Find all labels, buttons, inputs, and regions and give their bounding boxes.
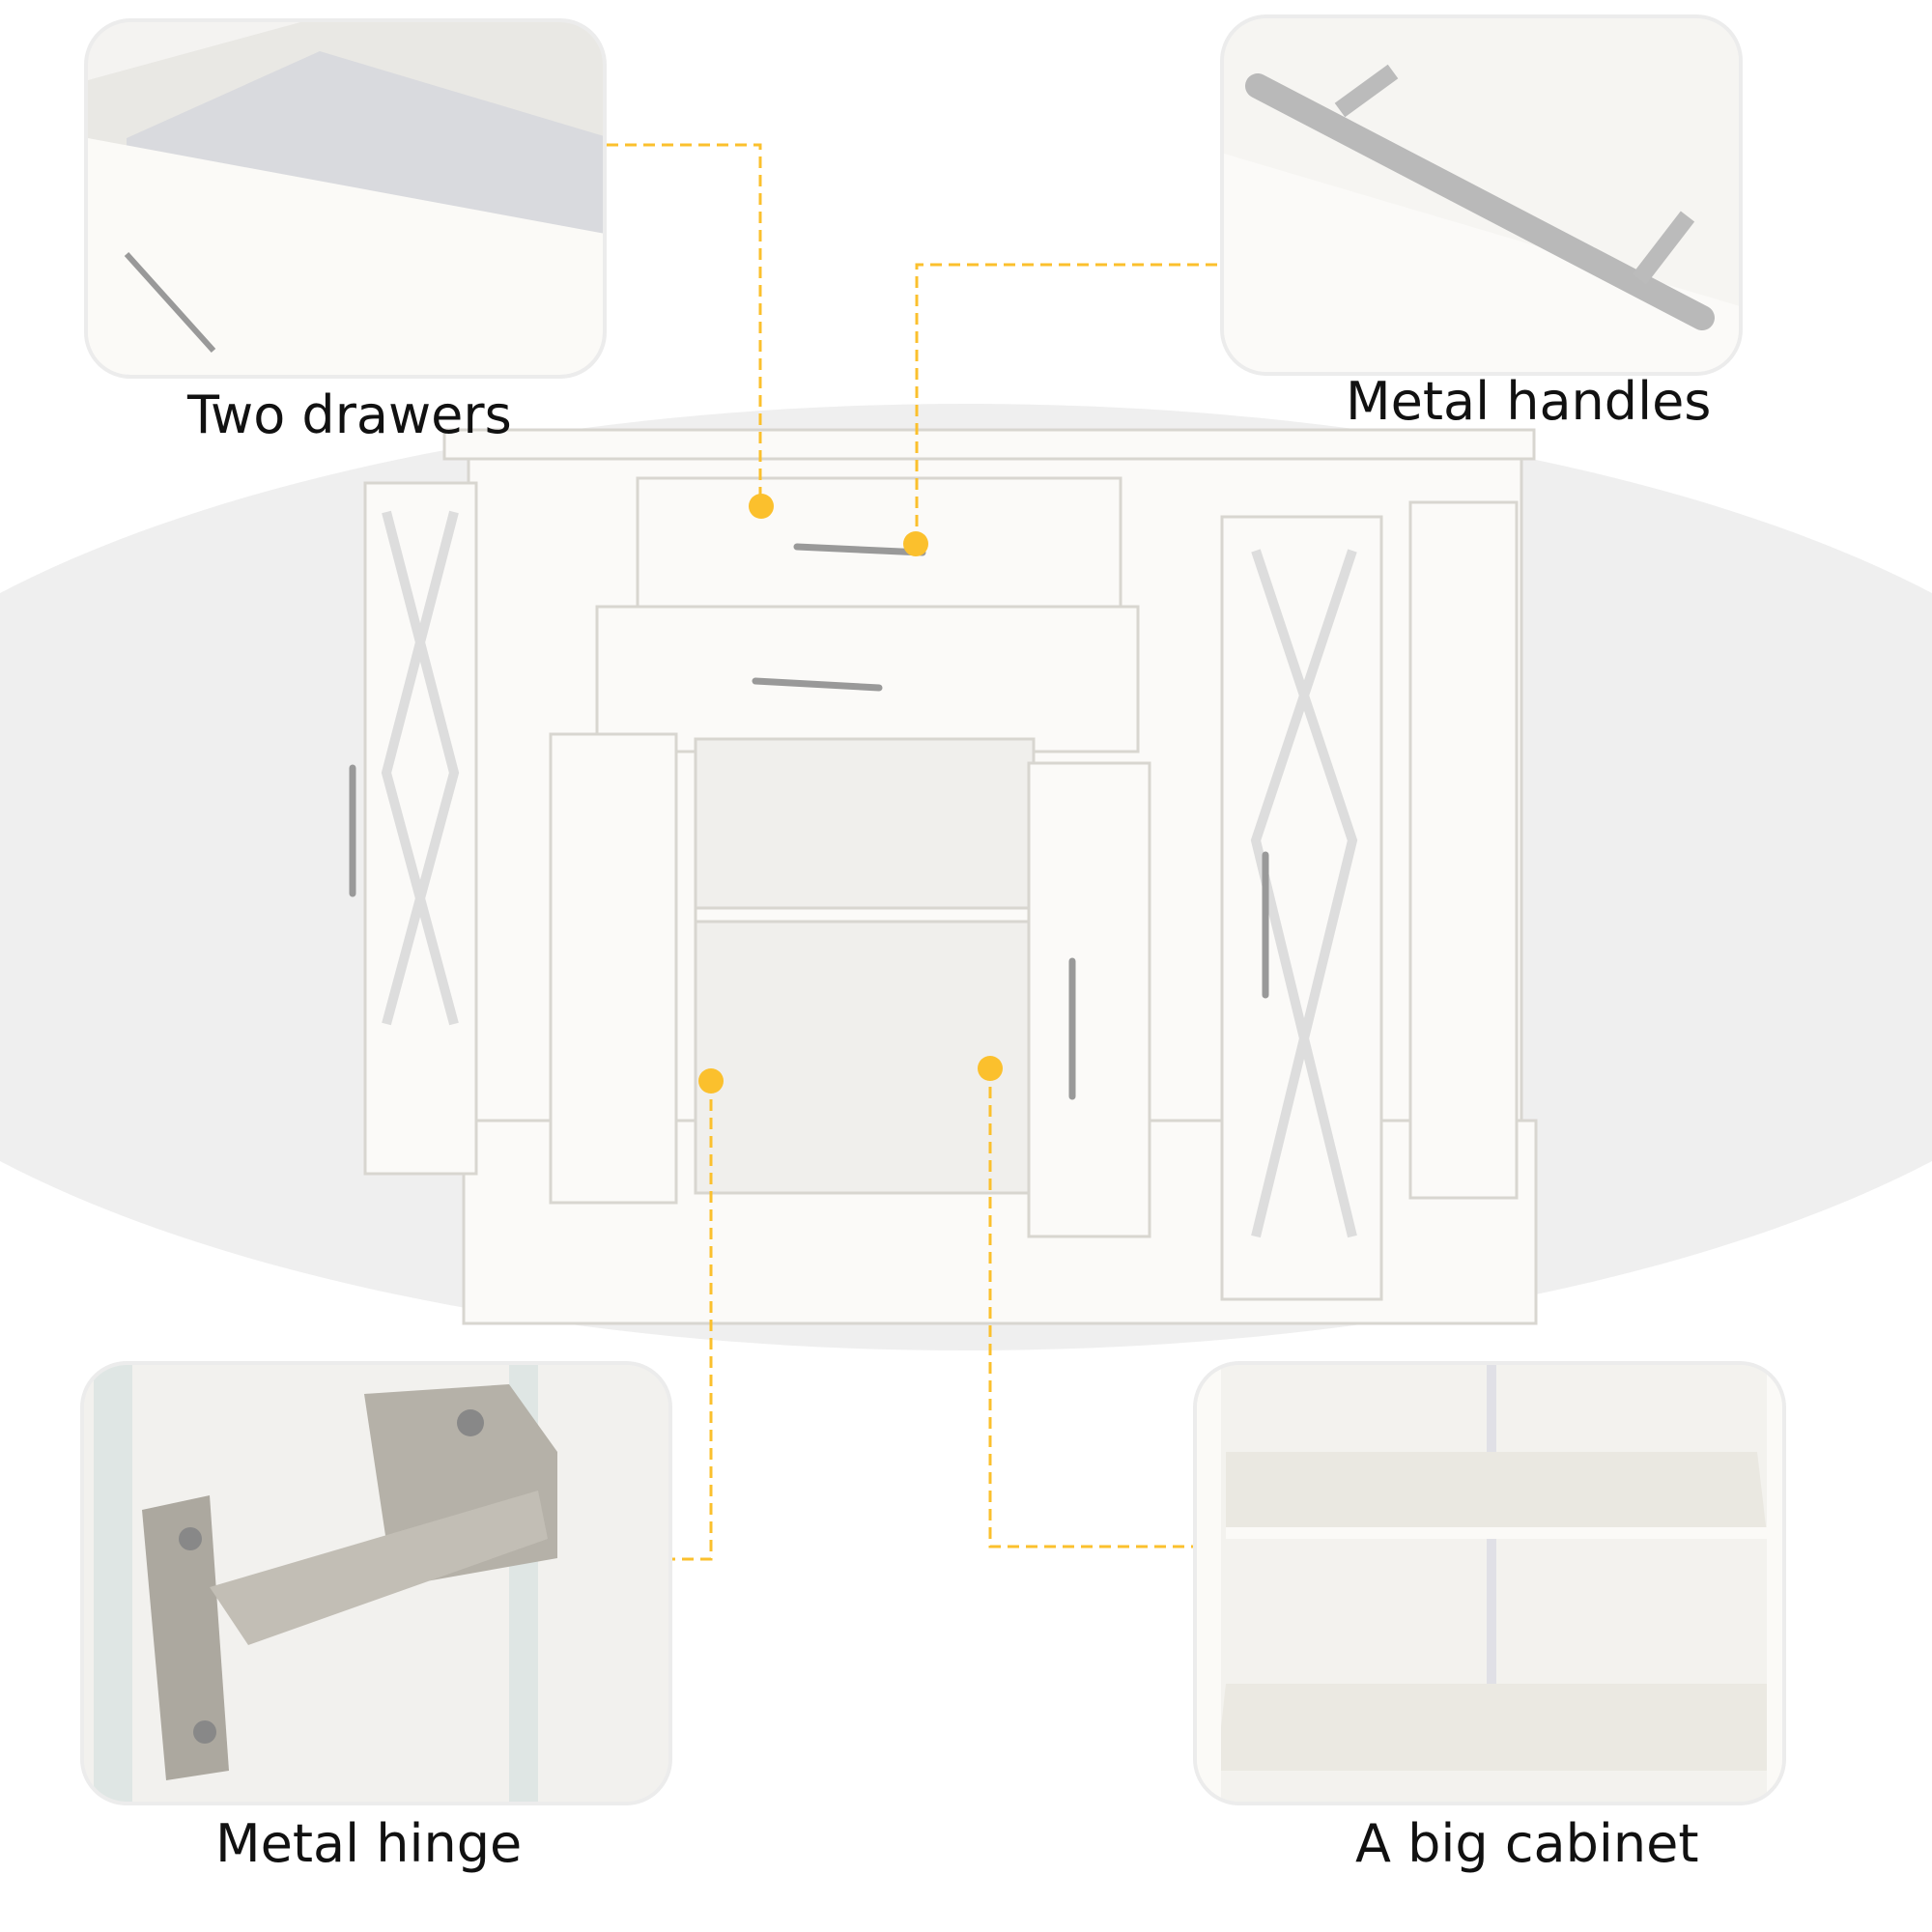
drawers-label: Two drawers: [187, 384, 512, 445]
hinge-photo: [84, 1365, 668, 1802]
hinge-inset: [80, 1361, 672, 1805]
door-cross-frames: [381, 510, 1358, 1238]
drawer-photo: [88, 22, 603, 375]
drawer-bottom: [595, 605, 1140, 753]
handles-inset: [1220, 14, 1743, 376]
sideboard: [363, 428, 1538, 1325]
glass-door-right: [1220, 515, 1383, 1301]
glass-door-left: [363, 481, 478, 1176]
cabinet-top: [442, 428, 1536, 461]
hinge-dot: [698, 1068, 724, 1094]
cabinet-photo: [1197, 1365, 1782, 1802]
connector-lines: [607, 143, 1217, 1561]
door-left: [549, 732, 678, 1205]
handles-label: Metal handles: [1346, 371, 1712, 432]
hinge-label: Metal hinge: [215, 1813, 523, 1874]
handles-dot: [903, 531, 928, 556]
callout-dots: [698, 494, 1003, 1094]
handle-photo: [1224, 18, 1739, 372]
cabinet-inset: [1193, 1361, 1786, 1805]
door-right: [1027, 761, 1151, 1238]
side-panel: [1408, 500, 1519, 1200]
handles: [349, 543, 1269, 1100]
center-compartment: [694, 737, 1036, 1195]
drawers-dot: [749, 494, 774, 519]
cabinet-label: A big cabinet: [1355, 1813, 1699, 1874]
drawers-inset: [84, 18, 607, 379]
cabinet-dot: [978, 1056, 1003, 1081]
center-shelf: [694, 906, 1036, 923]
